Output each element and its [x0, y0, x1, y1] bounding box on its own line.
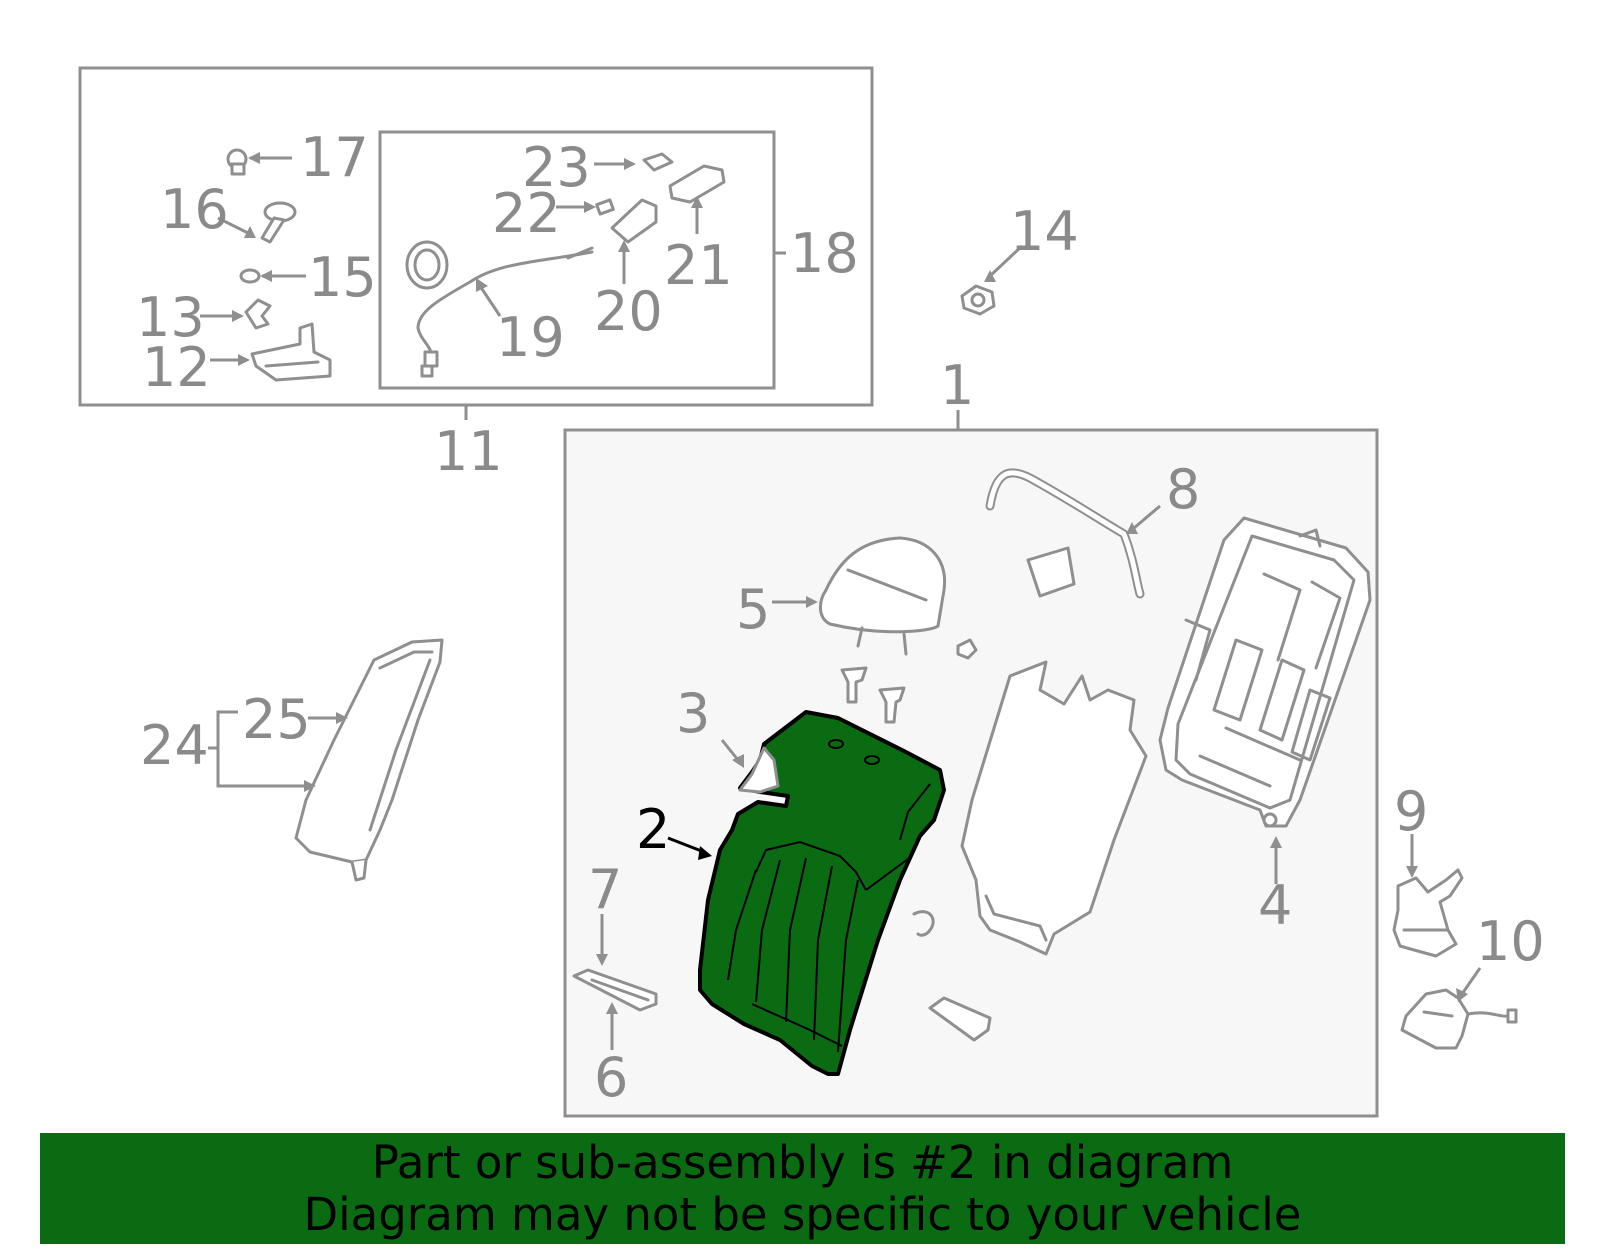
part-15-washer — [239, 268, 306, 284]
callout-10: 10 — [1476, 910, 1545, 973]
callout-25: 25 — [242, 688, 311, 751]
callout-21: 21 — [664, 234, 733, 297]
trim-strip — [928, 996, 992, 1042]
part-14-nut — [960, 244, 1024, 316]
hook-clip — [912, 910, 935, 937]
callout-23: 23 — [522, 136, 591, 199]
part-21-connector — [668, 164, 726, 234]
banner-line-2: Diagram may not be specific to your vehi… — [303, 1188, 1302, 1241]
callout-12: 12 — [142, 336, 211, 399]
part-20-connector — [610, 198, 658, 284]
seatback-pad — [960, 660, 1148, 956]
part-23-cap — [594, 152, 674, 172]
callout-24: 24 — [140, 714, 209, 777]
callout-19: 19 — [496, 306, 565, 369]
callout-16: 16 — [160, 178, 229, 241]
part-10-latch — [1400, 967, 1518, 1050]
callout-6: 6 — [594, 1046, 628, 1109]
part-9-hinge — [1392, 834, 1464, 958]
callout-17: 17 — [300, 126, 369, 189]
callout-1: 1 — [940, 354, 974, 417]
callout-3: 3 — [676, 682, 710, 745]
callout-15: 15 — [308, 246, 377, 309]
callout-9: 9 — [1394, 780, 1428, 843]
part-2-seatback-cover-highlighted — [698, 710, 946, 1076]
part-25-side-bolster — [208, 638, 444, 882]
callout-11: 11 — [434, 420, 503, 483]
part-19-cable — [405, 240, 594, 378]
callout-4: 4 — [1258, 874, 1292, 937]
label-tag — [1026, 546, 1076, 598]
callout-20: 20 — [594, 280, 663, 343]
part-12-bracket — [210, 322, 332, 382]
callout-5: 5 — [736, 578, 770, 641]
group-box-11 — [78, 66, 874, 407]
part-17-clip — [226, 148, 292, 176]
part-8-wire — [985, 468, 1161, 599]
info-banner: Part or sub-assembly is #2 in diagram Di… — [40, 1133, 1565, 1244]
callout-14: 14 — [1010, 200, 1079, 263]
part-22-pin — [556, 198, 615, 216]
part-16-screw — [217, 201, 297, 244]
headrest-guides — [840, 638, 978, 724]
part-4-seat-frame — [1158, 516, 1372, 884]
callout-13: 13 — [136, 286, 205, 349]
banner-line-1: Part or sub-assembly is #2 in diagram — [371, 1136, 1234, 1189]
callout-22: 22 — [492, 182, 561, 245]
group-box-18 — [378, 130, 776, 390]
part-5-headrest — [772, 536, 947, 656]
callout-2: 2 — [636, 798, 670, 861]
callout-8: 8 — [1166, 458, 1200, 521]
part-6-7-trim-strips — [572, 914, 658, 1050]
part-13-clip — [200, 298, 272, 330]
callout-7: 7 — [588, 858, 622, 921]
callout-18: 18 — [790, 222, 859, 285]
part-3-pad-insert — [720, 739, 780, 794]
